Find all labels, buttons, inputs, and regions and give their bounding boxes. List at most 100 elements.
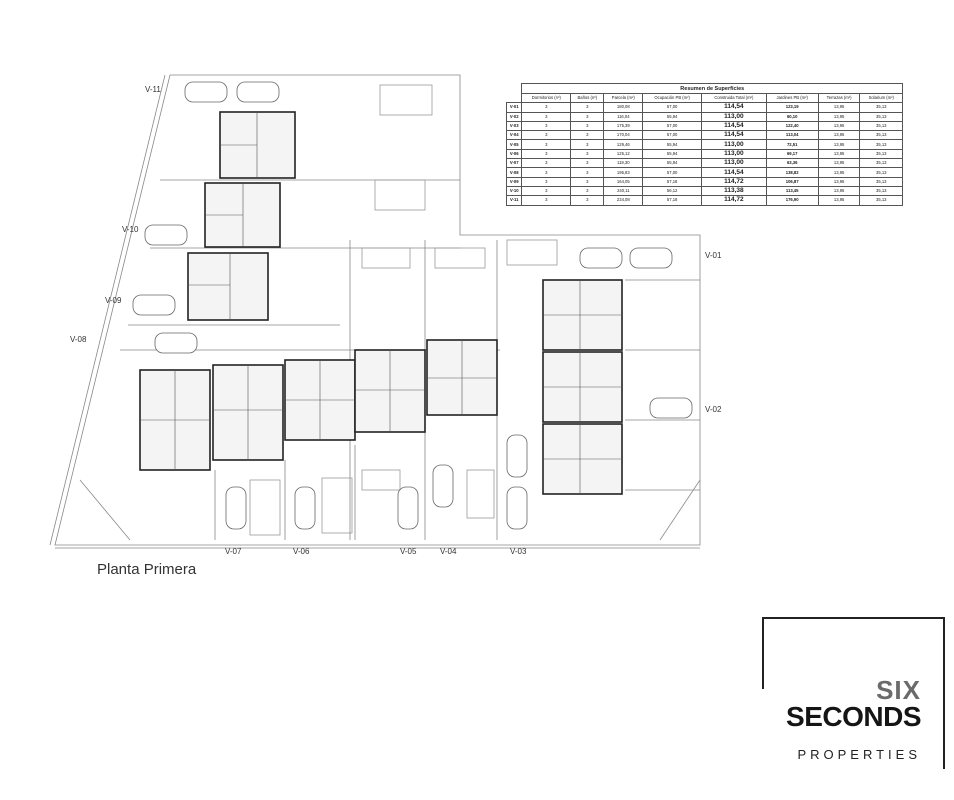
table-cell: 123,19 — [765, 102, 819, 113]
table-cell: 35,13 — [859, 176, 903, 187]
table-cell: 3 — [521, 158, 572, 169]
table-cell: 3 — [521, 111, 572, 122]
logo-seconds: SECONDS — [786, 701, 921, 732]
row-label: V-04 — [505, 130, 523, 141]
table-cell: 57,00 — [642, 167, 703, 178]
column-header: Jardines PB (m²) — [765, 92, 819, 104]
table-cell: 3 — [570, 130, 605, 141]
table-cell: 240,11 — [603, 185, 644, 197]
table-cell: 57,00 — [642, 102, 703, 113]
table-cell: 55,94 — [642, 158, 703, 169]
row-label: V-05 — [505, 139, 523, 150]
table-cell: 13,95 — [817, 130, 861, 141]
table-cell: 35,13 — [859, 148, 903, 160]
table-cell: 3 — [521, 148, 572, 160]
table-cell: 35,13 — [859, 120, 903, 132]
table-title: Resumen de Superficies — [521, 83, 903, 94]
villa-label: V-09 — [105, 296, 122, 305]
table-cell: 164,05 — [603, 176, 644, 187]
table-cell: 56,12 — [642, 185, 703, 197]
villa-label: V-05 — [400, 547, 417, 556]
column-header: Solarium (m²) — [859, 92, 903, 104]
table-cell: 3 — [570, 158, 605, 169]
table-cell: 113,04 — [765, 130, 819, 141]
table-cell: 13,95 — [817, 111, 861, 122]
table-cell: 3 — [521, 185, 572, 197]
row-label: V-09 — [505, 176, 523, 187]
table-cell: 57,18 — [642, 176, 703, 187]
table-cell: 3 — [521, 167, 572, 178]
villa-label: V-08 — [70, 335, 87, 344]
table-cell: 114,72 — [701, 176, 767, 187]
site-boundary — [54, 74, 701, 546]
table-cell: 113,00 — [701, 139, 767, 150]
table-cell: 119,30 — [603, 158, 644, 169]
row-label: V-02 — [505, 111, 523, 122]
table-cell: 3 — [521, 130, 572, 141]
row-label: V-07 — [505, 158, 523, 169]
table-cell: 13,95 — [817, 158, 861, 169]
table-cell: 72,51 — [765, 139, 819, 150]
table-cell: 13,95 — [817, 120, 861, 132]
table-cell: 55,94 — [642, 139, 703, 150]
table-cell: 35,13 — [859, 158, 903, 169]
table-cell: 114,54 — [701, 120, 767, 132]
table-cell: 3 — [521, 176, 572, 187]
column-header: Terrazas (m²) — [817, 92, 861, 104]
table-cell: 125,12 — [603, 148, 644, 160]
row-label: V-08 — [505, 167, 523, 178]
table-cell: 13,95 — [817, 139, 861, 150]
villa-label: V-03 — [510, 547, 527, 556]
table-cell: 13,95 — [817, 148, 861, 160]
villa-label: V-02 — [705, 405, 722, 414]
column-header: Ocupación PB (m²) — [642, 92, 703, 104]
table-cell: 175,39 — [603, 120, 644, 132]
table-cell: 234,08 — [603, 195, 644, 206]
table-cell: 3 — [570, 167, 605, 178]
table-cell: 55,94 — [642, 148, 703, 160]
table-cell: 35,13 — [859, 167, 903, 178]
table-cell: 138,82 — [765, 167, 819, 178]
table-cell: 55,94 — [642, 111, 703, 122]
table-cell: 3 — [570, 195, 605, 206]
table-cell: 113,00 — [701, 111, 767, 122]
villa-label: V-04 — [440, 547, 457, 556]
table-cell: 13,95 — [817, 167, 861, 178]
table-cell: 63,36 — [765, 158, 819, 169]
table-cell: 35,13 — [859, 195, 903, 206]
table-cell: 35,13 — [859, 130, 903, 141]
table-cell: 113,45 — [765, 185, 819, 197]
table-cell: 13,95 — [817, 102, 861, 113]
villa-label: V-11 — [145, 85, 161, 94]
table-cell: 3 — [570, 176, 605, 187]
villa-label: V-06 — [293, 547, 310, 556]
villa-label: V-07 — [225, 547, 242, 556]
table-cell: 3 — [570, 139, 605, 150]
table-cell: 60,10 — [765, 111, 819, 122]
table-cell: 35,13 — [859, 102, 903, 113]
table-cell: 57,00 — [642, 120, 703, 132]
table-cell: 180,08 — [603, 102, 644, 113]
table-cell: 13,95 — [817, 185, 861, 197]
table-cell: 69,17 — [765, 148, 819, 160]
row-label: V-06 — [505, 148, 523, 160]
column-header: Baños (nº) — [570, 92, 605, 104]
table-cell: 122,40 — [765, 120, 819, 132]
plan-title: Planta Primera — [97, 561, 197, 578]
row-label: V-11 — [505, 195, 523, 206]
parked-cars — [132, 81, 693, 530]
pools — [249, 84, 558, 536]
column-header: Parcela (m²) — [603, 92, 644, 104]
logo-properties: PROPERTIES — [797, 747, 921, 762]
column-header: Dormitorios (nº) — [521, 92, 572, 104]
